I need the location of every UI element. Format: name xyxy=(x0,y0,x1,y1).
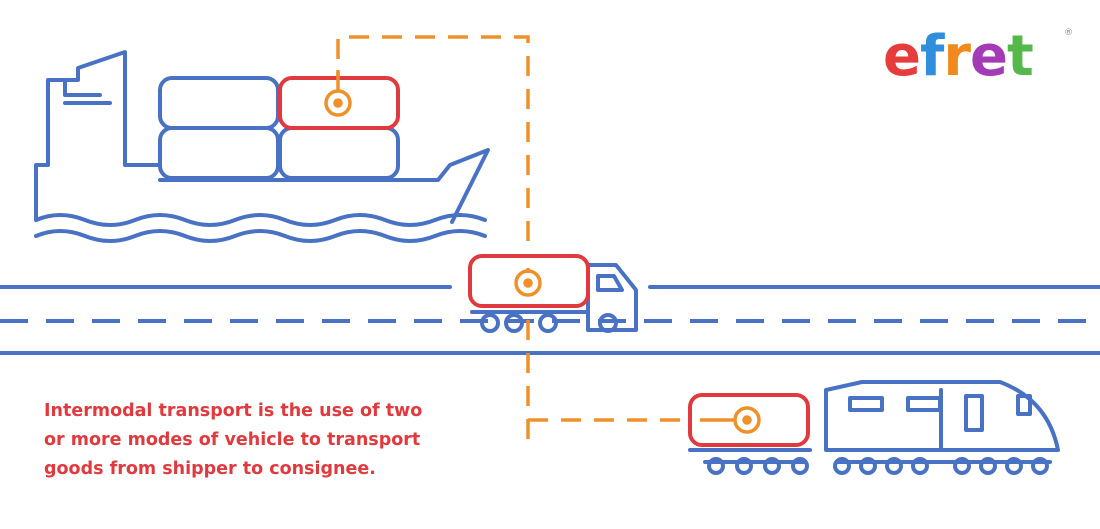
efret-logo: efret ® xyxy=(883,22,1073,92)
caption-line: goods from shipper to consignee. xyxy=(44,459,376,479)
highlighted-containers xyxy=(278,76,810,447)
logo-letter: f xyxy=(919,24,944,89)
marker-ship xyxy=(324,89,352,117)
marker-truck xyxy=(514,269,542,297)
caption-line: or more modes of vehicle to transport xyxy=(44,430,421,450)
marker-train xyxy=(733,406,761,434)
truck-icon xyxy=(470,263,638,333)
train-icon xyxy=(688,380,1060,475)
logo-letter: e xyxy=(969,24,1008,89)
caption-line: Intermodal transport is the use of two xyxy=(44,401,423,421)
logo-letter: r xyxy=(943,24,971,89)
cargo-ship-icon xyxy=(34,50,490,243)
logo-letter: t xyxy=(1006,24,1034,89)
registered-mark: ® xyxy=(1064,28,1073,38)
caption: Intermodal transport is the use of two o… xyxy=(44,397,474,484)
route-path xyxy=(336,35,690,440)
location-markers xyxy=(324,70,761,434)
logo-letter: e xyxy=(883,24,921,89)
road xyxy=(0,285,1100,355)
